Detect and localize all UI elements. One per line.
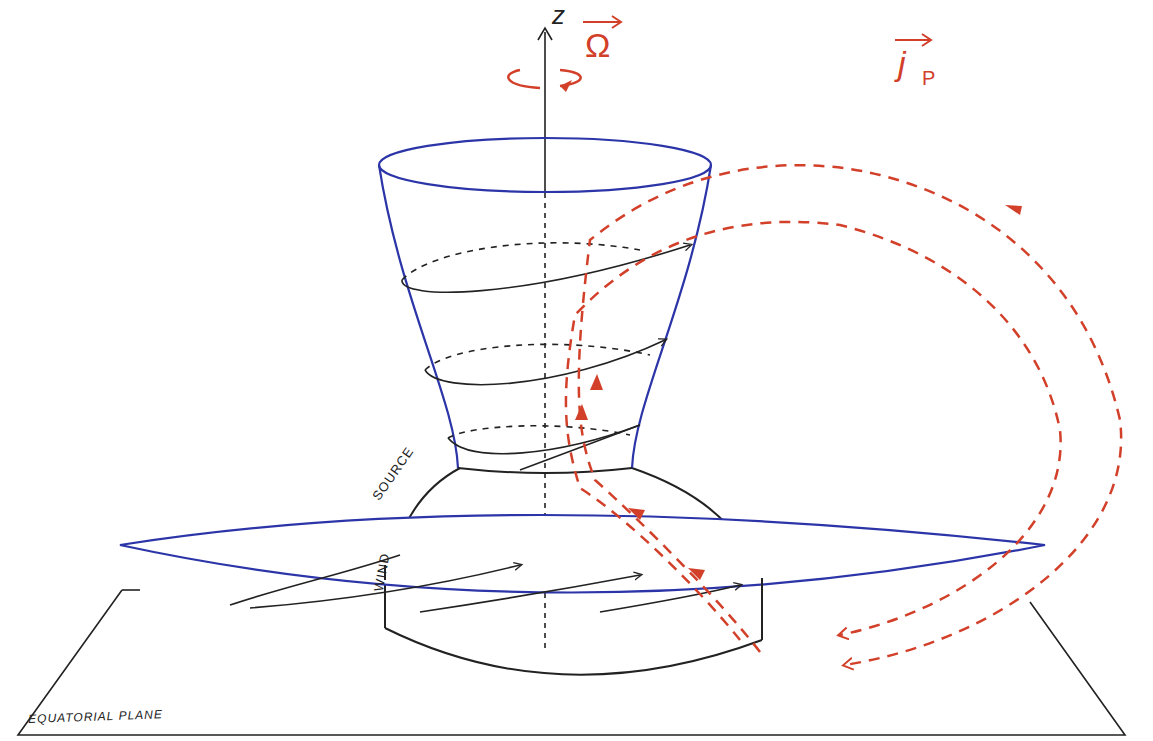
axis-label: z <box>552 2 565 28</box>
poloidal-current <box>566 165 1121 665</box>
vector-arrow <box>895 34 931 46</box>
omega-symbol: Ω <box>585 28 610 62</box>
part-label: SOURCE <box>370 445 416 503</box>
wind-funnel <box>379 138 711 468</box>
disk-field-spiral <box>230 555 740 612</box>
subscript: P <box>922 68 935 88</box>
accretion-disk <box>120 515 1045 593</box>
current-arrowheads <box>575 205 1022 580</box>
vector-arrow <box>583 16 621 28</box>
funnel-base <box>458 468 632 473</box>
equatorial-plane <box>18 590 1125 735</box>
rotation-arrow <box>508 70 580 92</box>
plane-label: EQUATORIAL PLANE <box>28 708 163 725</box>
field-helix <box>402 243 690 470</box>
current-symbol: j <box>898 46 906 80</box>
